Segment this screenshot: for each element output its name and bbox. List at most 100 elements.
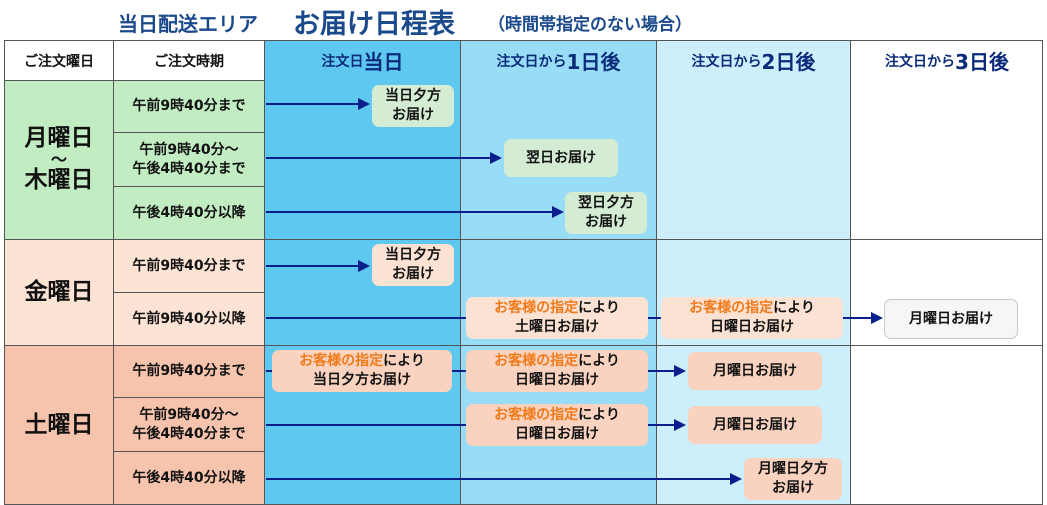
header-today-big: 当日 — [363, 50, 404, 74]
delivery-sat-same-evening-designated: お客様の指定により 当日夕方お届け — [272, 350, 452, 392]
group-mon-thu-line1: 月曜日 — [24, 125, 94, 152]
designate-highlight: お客様の指定 — [494, 407, 579, 424]
arrow-head — [871, 312, 883, 324]
delivery-label: 月曜日夕方 — [758, 461, 828, 478]
delivery-fri-same-evening: 当日夕方 お届け — [372, 244, 454, 286]
header-day3-big: 3日後 — [955, 50, 1009, 74]
delivery-next-evening: 翌日夕方 お届け — [565, 192, 647, 234]
header-day2-big: 2日後 — [761, 50, 816, 74]
group-mon-thu: 月曜日 ～ 木曜日 — [4, 80, 113, 239]
col-day3-bg — [850, 40, 1043, 505]
delivery-next-day: 翌日お届け — [504, 139, 618, 177]
arrow-head — [674, 365, 686, 377]
time-sa-r3-label: 午後4時40分以降 — [132, 470, 246, 486]
header-order-day-label: ご注文曜日 — [24, 53, 94, 70]
delivery-label: お客様の指定により — [494, 352, 620, 371]
delivery-label: 当日夕方お届け — [313, 372, 411, 388]
time-sa-r3: 午後4時40分以降 — [113, 451, 264, 505]
group-sat-label: 土曜日 — [24, 411, 94, 438]
delivery-label: お届け — [392, 266, 434, 282]
delivery-label: お客様の指定により — [299, 352, 425, 371]
title-main: お届け日程表 — [293, 9, 455, 40]
arrow-head — [674, 419, 686, 431]
delivery-label: 月曜日お届け — [713, 416, 797, 433]
delivery-fri-sat-designated: お客様の指定により 土曜日お届け — [466, 297, 648, 339]
arrow-line — [266, 103, 360, 105]
time-mt-r2-line1: 午前9時40分～ — [139, 141, 239, 158]
designate-rest: により — [578, 407, 620, 424]
header-day2-prefix: 注文日から — [691, 53, 762, 70]
delivery-label: 翌日お届け — [526, 149, 596, 166]
arrow-head — [358, 260, 370, 272]
divider-fri — [264, 239, 1043, 240]
delivery-fri-sun-designated: お客様の指定により 日曜日お届け — [661, 297, 843, 339]
page-title: 当日配送エリア お届け日程表 （時間帯指定のない場合） — [0, 0, 1047, 40]
header-day1-big: 1日後 — [566, 50, 621, 74]
time-sa-r2: 午前9時40分～ 午後4時40分まで — [113, 397, 264, 451]
time-sa-r1: 午前9時40分まで — [113, 345, 264, 397]
title-prefix: 当日配送エリア — [118, 12, 258, 36]
delivery-label: お客様の指定により — [494, 299, 620, 318]
designate-highlight: お客様の指定 — [494, 353, 579, 370]
delivery-sat-r2-monday: 月曜日お届け — [688, 406, 822, 444]
group-fri: 金曜日 — [4, 239, 113, 345]
delivery-sat-r3-monday-evening: 月曜日夕方 お届け — [744, 458, 842, 500]
group-fri-label: 金曜日 — [24, 278, 94, 305]
header-today-prefix: 注文日 — [321, 53, 364, 70]
delivery-sat-r2-sun-designated: お客様の指定により 日曜日お届け — [466, 404, 648, 446]
delivery-label: お客様の指定により — [689, 299, 815, 318]
header-today: 注文日当日 — [264, 40, 460, 80]
delivery-label: 月曜日お届け — [713, 362, 797, 379]
time-mt-r2-line2: 午後4時40分まで — [132, 160, 246, 177]
time-mt-r3: 午後4時40分以降 — [113, 186, 264, 239]
designate-rest: により — [578, 300, 620, 317]
delivery-label: 日曜日お届け — [515, 372, 599, 388]
group-mon-thu-line3: 木曜日 — [24, 167, 94, 194]
time-fr-r1: 午前9時40分まで — [113, 239, 264, 292]
divider-sat — [264, 345, 1043, 346]
time-mt-r3-label: 午後4時40分以降 — [132, 204, 246, 221]
arrow-head — [730, 473, 742, 485]
time-sa-r2-line1: 午前9時40分～ — [139, 406, 239, 423]
delivery-label: お届け — [772, 480, 814, 496]
time-fr-r1-label: 午前9時40分まで — [132, 257, 246, 274]
title-note: （時間帯指定のない場合） — [488, 15, 692, 35]
header-order-time-label: ご注文時期 — [154, 53, 224, 70]
designate-rest: により — [578, 353, 620, 370]
time-sa-r1-label: 午前9時40分まで — [132, 363, 246, 379]
designate-rest: により — [383, 353, 425, 370]
delivery-sat-r1-sun-designated: お客様の指定により 日曜日お届け — [466, 350, 648, 392]
time-mt-r2: 午前9時40分～ 午後4時40分まで — [113, 132, 264, 186]
arrow-head — [552, 206, 564, 218]
arrow-line — [266, 211, 554, 213]
header-day3-prefix: 注文日から — [885, 53, 956, 70]
arrow-head — [490, 152, 502, 164]
arrow-head — [358, 98, 370, 110]
delivery-label: 月曜日お届け — [909, 310, 993, 327]
designate-highlight: お客様の指定 — [299, 353, 384, 370]
arrow-line — [266, 265, 360, 267]
delivery-label: 日曜日お届け — [710, 319, 794, 335]
delivery-fri-monday: 月曜日お届け — [884, 299, 1018, 339]
delivery-label: 当日夕方 — [385, 88, 441, 105]
time-fr-r2-label: 午前9時40分以降 — [132, 310, 246, 327]
designate-rest: により — [773, 300, 815, 317]
arrow-line — [266, 157, 492, 159]
designate-highlight: お客様の指定 — [494, 300, 579, 317]
delivery-label: 土曜日お届け — [515, 319, 599, 335]
delivery-same-evening: 当日夕方 お届け — [372, 85, 454, 127]
delivery-label: 翌日夕方 — [578, 195, 634, 212]
time-mt-r1-label: 午前9時40分まで — [132, 98, 246, 114]
delivery-label: 当日夕方 — [385, 247, 441, 264]
designate-highlight: お客様の指定 — [689, 300, 774, 317]
header-order-time: ご注文時期 — [113, 40, 264, 80]
header-order-day: ご注文曜日 — [4, 40, 113, 80]
delivery-sat-r1-monday: 月曜日お届け — [688, 352, 822, 390]
time-fr-r2: 午前9時40分以降 — [113, 292, 264, 345]
header-day1-prefix: 注文日から — [496, 53, 567, 70]
delivery-label: お届け — [585, 214, 627, 230]
time-mt-r1: 午前9時40分まで — [113, 80, 264, 132]
